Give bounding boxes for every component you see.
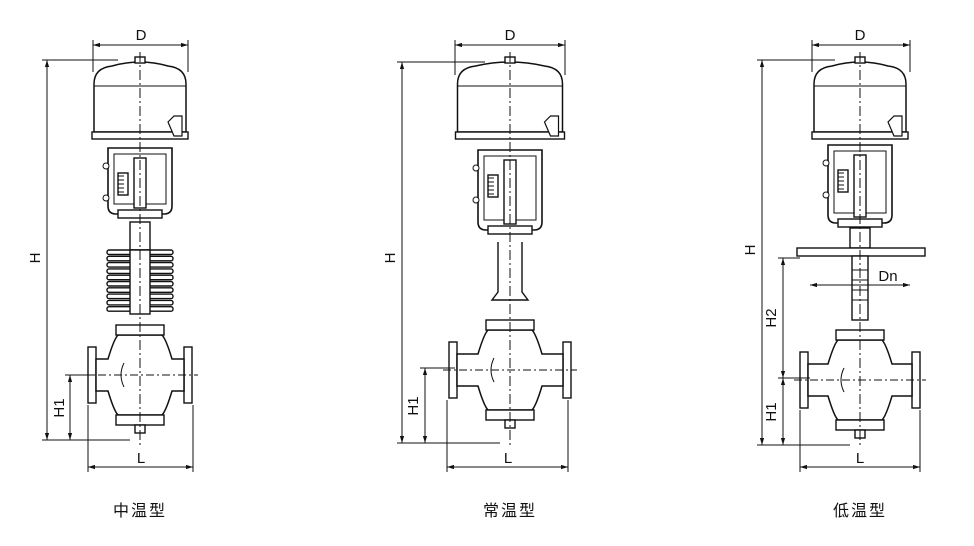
yoke-frame <box>827 144 893 224</box>
cold-box-plate <box>796 247 926 257</box>
dim-l-label: L <box>137 450 145 467</box>
dim-h-label: H <box>742 245 759 256</box>
yoke-bolt <box>472 196 480 204</box>
yoke-inner <box>113 153 167 205</box>
dim-dn-label: Dn <box>878 268 897 285</box>
dim-h1-label: H1 <box>763 402 780 421</box>
yoke-bolt <box>102 162 110 170</box>
yoke-bolt <box>102 194 110 202</box>
dim-h2-label: H2 <box>763 308 780 327</box>
dim-h1-label: H1 <box>405 396 422 415</box>
yoke-inner <box>483 155 537 221</box>
yoke-bolt <box>472 164 480 172</box>
dim-h1-label: H1 <box>51 398 68 417</box>
body-seat-curve <box>840 367 845 393</box>
yoke-bolt <box>822 159 830 167</box>
handwheel-lever <box>543 115 560 137</box>
yoke-bolt <box>822 191 830 199</box>
handwheel-lever <box>167 115 183 137</box>
dim-h-label: H <box>27 253 44 264</box>
handwheel-lever <box>887 115 903 137</box>
caption-medium-temp: 中温型 <box>113 501 167 520</box>
caption-normal-temp: 常温型 <box>483 501 537 520</box>
dim-l-label: L <box>504 450 512 467</box>
dim-d-label: D <box>505 27 516 44</box>
caption-low-temp: 低温型 <box>833 501 887 520</box>
yoke-inner <box>833 150 887 214</box>
yoke-frame <box>107 147 173 215</box>
dim-h-label: H <box>382 253 399 264</box>
dim-l-label: L <box>856 450 864 467</box>
dim-d-label: D <box>136 27 147 44</box>
valve-body <box>95 334 185 416</box>
dim-d-label: D <box>855 27 866 44</box>
yoke-frame <box>477 149 543 231</box>
